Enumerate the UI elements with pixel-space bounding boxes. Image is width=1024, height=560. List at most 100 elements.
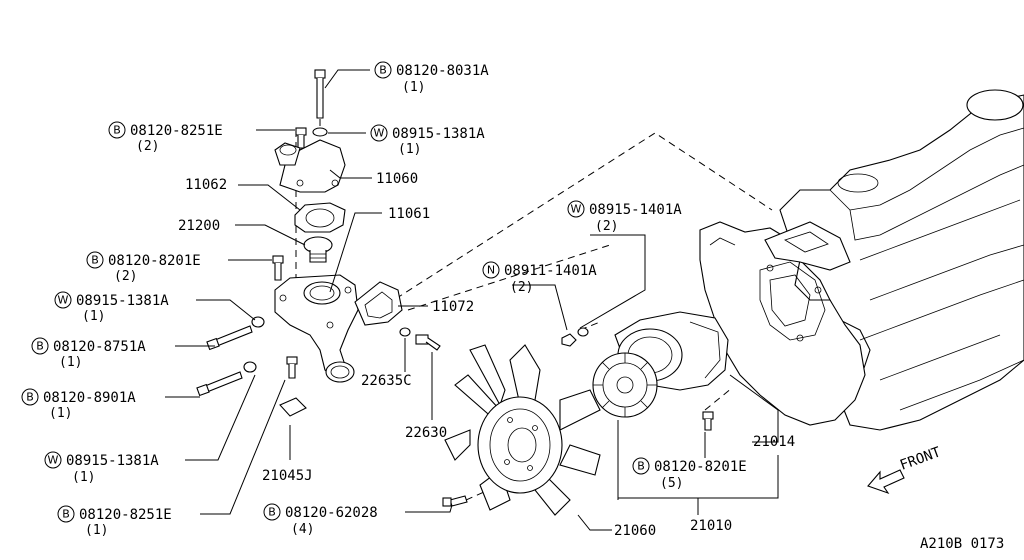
callout-08120-8201E: B 08120-8201E (5) <box>632 457 747 491</box>
callout-part-number: 11060 <box>376 171 418 187</box>
bolt-part <box>442 495 468 507</box>
callout-08120-8031A: B 08120-8031A (1) <box>374 61 489 95</box>
callout-prefix: B <box>379 64 387 77</box>
callout-prefix: B <box>62 508 70 521</box>
callout-prefix-circle <box>632 457 650 475</box>
callout-08915-1381A: W 08915-1381A (1) <box>44 451 159 485</box>
thermostat-cover-part <box>274 139 346 193</box>
callout-prefix: B <box>26 391 34 404</box>
callout-prefix: B <box>268 506 276 519</box>
gasket-part <box>294 202 346 233</box>
front-direction-indicator: FRONT <box>867 444 944 495</box>
callout-prefix-circle <box>57 505 75 523</box>
front-arrow-icon <box>867 469 905 495</box>
callout-prefix-circle <box>108 121 126 139</box>
callout-part-number: 08911-1401A <box>504 263 597 279</box>
callout-prefix: W <box>571 203 582 216</box>
long-bolt-part <box>314 69 326 119</box>
callout-part-number: 08120-8201E <box>108 253 201 269</box>
bolt-part <box>286 356 298 379</box>
washer-part <box>312 127 328 137</box>
leader-lines <box>165 69 779 531</box>
callout-prefix: N <box>487 264 495 277</box>
thermostat-part <box>303 236 333 263</box>
callout-08120-8201E: B 08120-8201E (2) <box>86 251 201 284</box>
bolt-part <box>206 325 253 351</box>
callout-part-number: 21010 <box>690 518 732 534</box>
callout-part-number: 08915-1381A <box>392 126 485 142</box>
callout-prefix: B <box>36 340 44 353</box>
bolt-part <box>196 371 243 397</box>
callout-prefix: B <box>113 124 121 137</box>
callout-prefix: B <box>637 460 645 473</box>
callout-part-number: 08120-8751A <box>53 339 146 355</box>
callouts: B 08120-8031A (1) B 08120-8251E (2) W 08… <box>21 61 795 539</box>
callout-part-number: 08120-8201E <box>654 459 747 475</box>
callout-quantity: (1) <box>49 406 72 421</box>
water-inlet-housing-part <box>274 274 359 383</box>
callout-part-number: 08915-1381A <box>76 293 169 309</box>
callout-quantity: (1) <box>85 523 108 538</box>
callout-08120-8251E: B 08120-8251E (2) <box>108 121 223 154</box>
callout-part-number: 21045J <box>262 468 313 484</box>
callout-part-number: 21014 <box>753 434 795 450</box>
washer-part <box>243 361 257 373</box>
bolt-part <box>702 411 714 431</box>
callout-08911-1401A: N 08911-1401A (2) <box>482 261 597 295</box>
water-pump-part <box>592 311 729 418</box>
callout-quantity: (2) <box>136 139 159 154</box>
callout-part-number: 08915-1401A <box>589 202 682 218</box>
front-label: FRONT <box>898 444 944 474</box>
callout-prefix: W <box>48 454 59 467</box>
callout-prefix-circle <box>370 124 388 142</box>
blind-plate-part <box>279 397 307 417</box>
callout-08120-8751A: B 08120-8751A (1) <box>31 337 146 370</box>
callout-prefix-circle <box>54 291 72 309</box>
callout-prefix-circle <box>374 61 392 79</box>
callout-part-number: 11072 <box>432 299 474 315</box>
callout-quantity: (4) <box>291 522 314 537</box>
callout-prefix-circle <box>21 388 39 406</box>
callout-prefix-circle <box>567 200 585 218</box>
figure-code: A210B 0173 <box>920 536 1004 552</box>
callout-08915-1381A: W 08915-1381A (1) <box>370 124 485 157</box>
gasket-part <box>354 281 403 326</box>
callout-prefix: W <box>58 294 69 307</box>
callout-prefix-circle <box>44 451 62 469</box>
callout-quantity: (2) <box>595 219 618 234</box>
callout-quantity: (1) <box>59 355 82 370</box>
callout-part-number: 11061 <box>388 206 430 222</box>
callout-part-number: 08120-62028 <box>285 505 378 521</box>
bolt-part <box>295 127 307 149</box>
callout-prefix-circle <box>263 503 281 521</box>
callout-quantity: (5) <box>660 476 683 491</box>
callout-part-number: 22635C <box>361 373 412 389</box>
callout-08120-8251E: B 08120-8251E (1) <box>57 505 172 538</box>
callout-quantity: (1) <box>402 80 425 95</box>
washer-part <box>399 327 411 337</box>
callout-part-number: 08915-1381A <box>66 453 159 469</box>
bolt-part <box>272 255 284 281</box>
cooling-fan-part <box>444 344 601 516</box>
temperature-sensor-part <box>415 334 441 351</box>
callout-quantity: (1) <box>82 309 105 324</box>
callout-part-number: 22630 <box>405 425 447 441</box>
callout-quantity: (2) <box>510 280 533 295</box>
callout-quantity: (1) <box>72 470 95 485</box>
engine-block-illustration <box>699 89 1024 431</box>
callout-08915-1381A: W 08915-1381A (1) <box>54 291 169 324</box>
callout-part-number: 08120-8031A <box>396 63 489 79</box>
callout-prefix-circle <box>482 261 500 279</box>
callout-quantity: (1) <box>398 142 421 157</box>
nut-part <box>561 333 577 347</box>
callout-part-number: 21200 <box>178 218 220 234</box>
washer-part <box>577 327 589 337</box>
callout-08120-62028: B 08120-62028 (4) <box>263 503 378 537</box>
callout-prefix-circle <box>86 251 104 269</box>
callout-part-number: 08120-8251E <box>79 507 172 523</box>
callout-part-number: 21060 <box>614 523 656 539</box>
callout-part-number: 11062 <box>185 177 227 193</box>
callout-part-number: 08120-8251E <box>130 123 223 139</box>
